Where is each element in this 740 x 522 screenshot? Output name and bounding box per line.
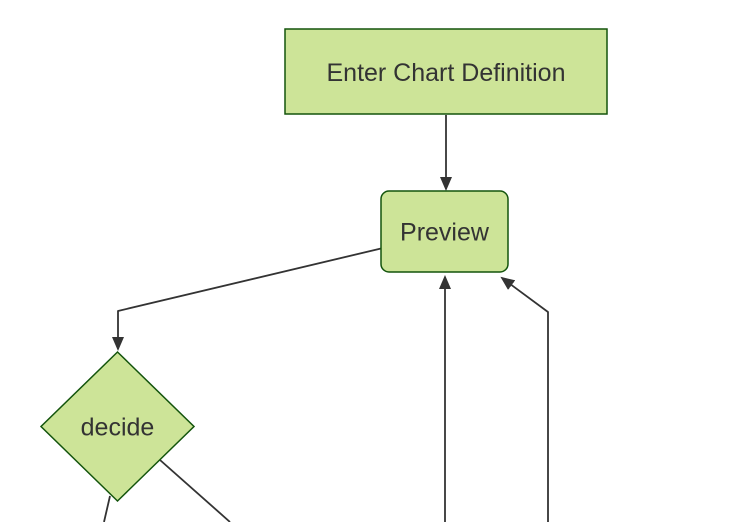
edge-preview-to-decide xyxy=(112,247,382,351)
node-enter-chart-definition-box xyxy=(284,28,608,115)
edge-decide-to-offscreen-right xyxy=(159,459,231,522)
edge-decide-to-offscreen-left xyxy=(103,495,111,522)
node-preview-label: Preview xyxy=(400,219,490,247)
node-decide-label: decide xyxy=(81,414,155,442)
edge-offscreen-right-to-preview xyxy=(500,276,549,522)
node-decide-diamond xyxy=(39,350,196,503)
node-preview: Preview xyxy=(380,190,509,273)
node-enter-chart-definition-label: Enter Chart Definition xyxy=(326,59,565,87)
node-preview-box xyxy=(380,190,509,273)
node-enter-chart-definition: Enter Chart Definition xyxy=(284,28,608,115)
edge-layer xyxy=(103,115,549,522)
node-decide: decide xyxy=(39,350,196,503)
